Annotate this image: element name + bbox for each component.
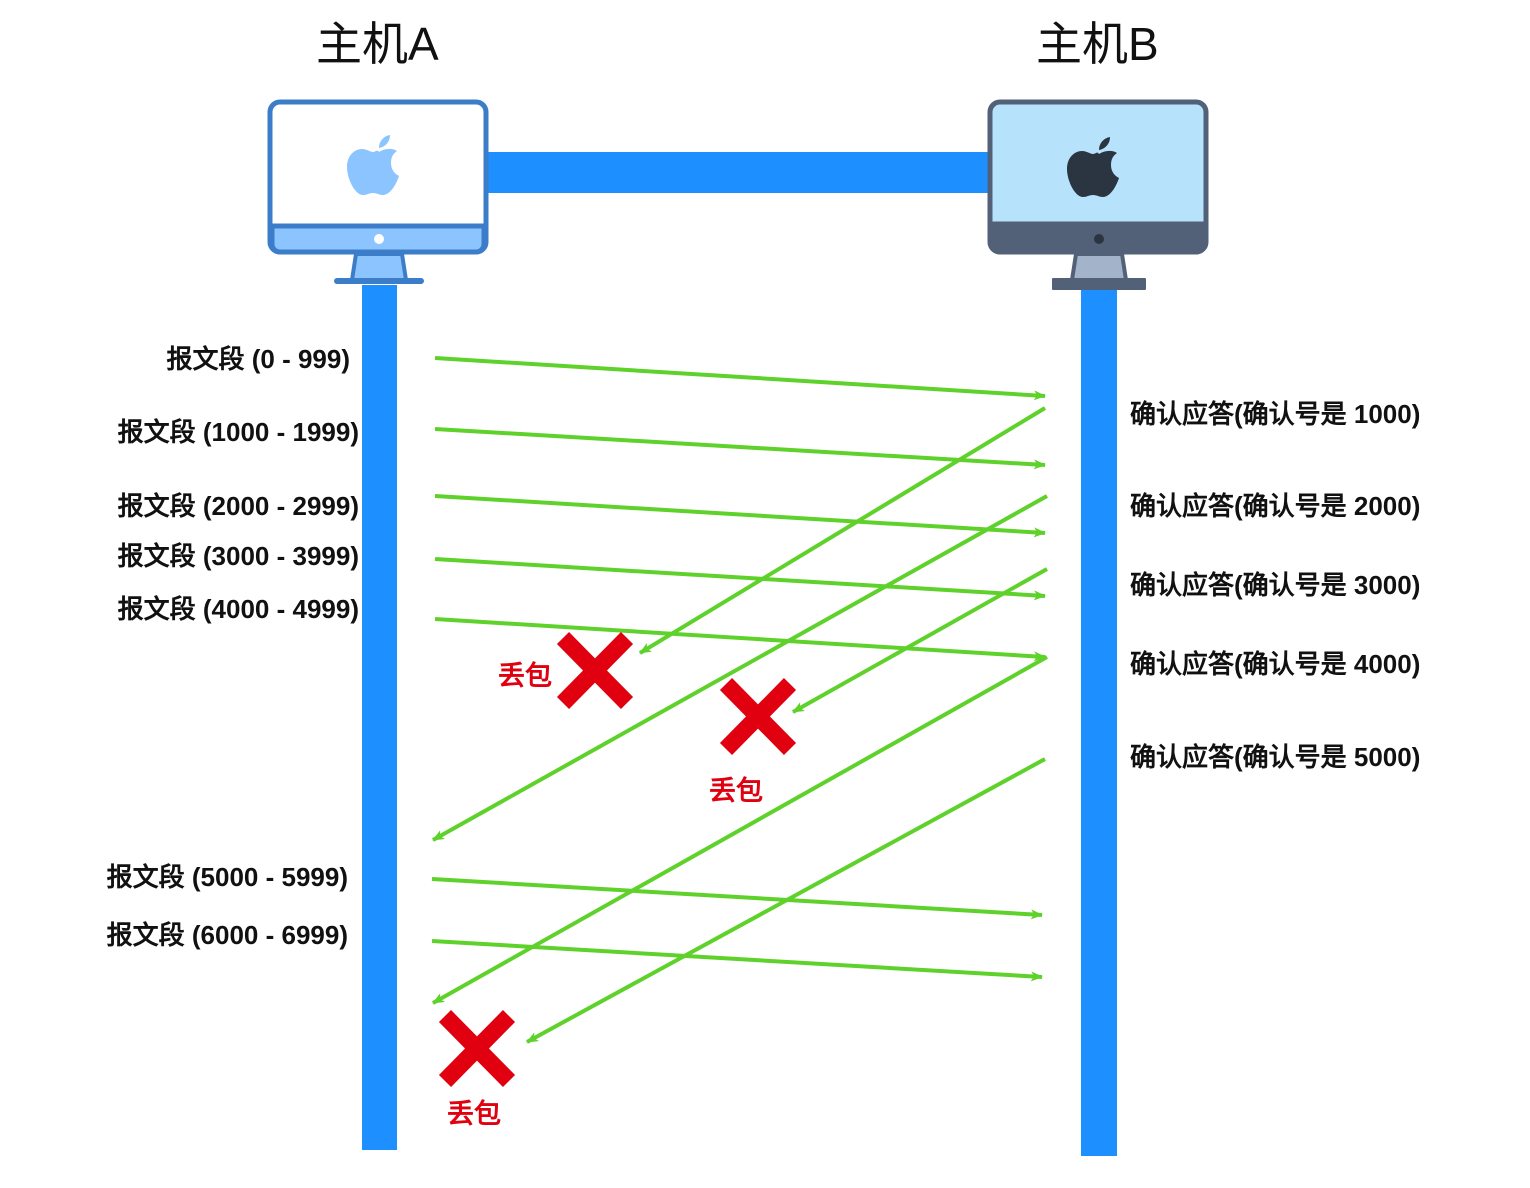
apple-logo-icon (347, 135, 399, 195)
apple-logo-icon (1067, 137, 1119, 197)
segment-arrow-2 (434, 494, 1046, 538)
host-b-lifeline (1081, 290, 1117, 1156)
ack-label: 确认应答(确认号是 4000) (1130, 649, 1421, 679)
cross-icon (719, 678, 797, 755)
ack-label: 确认应答(确认号是 1000) (1130, 399, 1421, 429)
packet-loss-label: 丢包 (498, 661, 552, 691)
segment-label: 报文段 (6000 - 6999) (106, 920, 348, 950)
host-a-title: 主机A (316, 18, 439, 70)
segment-arrow-1 (434, 427, 1046, 470)
ack-arrow-3000 (792, 567, 1048, 714)
packet-loss-label: 丢包 (447, 1099, 501, 1129)
cross-icon (438, 1010, 516, 1087)
segment-label: 报文段 (4000 - 4999) (117, 594, 359, 624)
network-link (488, 152, 992, 193)
host-a-lifeline (362, 285, 397, 1150)
segment-arrow-3 (434, 557, 1046, 601)
ack-label: 确认应答(确认号是 3000) (1130, 570, 1421, 600)
ack-arrow-2000 (432, 494, 1048, 842)
cross-icon (556, 632, 634, 709)
segment-label: 报文段 (0 - 999) (166, 344, 351, 374)
segment-arrow-0 (434, 356, 1046, 401)
ack-arrow-4000 (432, 655, 1048, 1005)
computer-a-icon (267, 99, 489, 284)
packet-loss-label: 丢包 (709, 776, 763, 806)
segment-label: 报文段 (3000 - 3999) (117, 541, 359, 571)
ack-arrow-5000 (526, 757, 1046, 1044)
segment-label: 报文段 (5000 - 5999) (106, 862, 348, 892)
segment-arrow-6 (431, 939, 1043, 982)
segment-arrow-4 (434, 617, 1046, 662)
segment-label: 报文段 (2000 - 2999) (117, 491, 359, 521)
ack-label: 确认应答(确认号是 2000) (1130, 491, 1421, 521)
ack-arrow-1000 (638, 406, 1047, 655)
segment-label: 报文段 (1000 - 1999) (117, 417, 359, 447)
computer-b-icon (987, 99, 1209, 290)
host-b-title: 主机B (1036, 18, 1159, 70)
ack-label: 确认应答(确认号是 5000) (1130, 742, 1421, 772)
segment-arrow-5 (431, 877, 1043, 920)
